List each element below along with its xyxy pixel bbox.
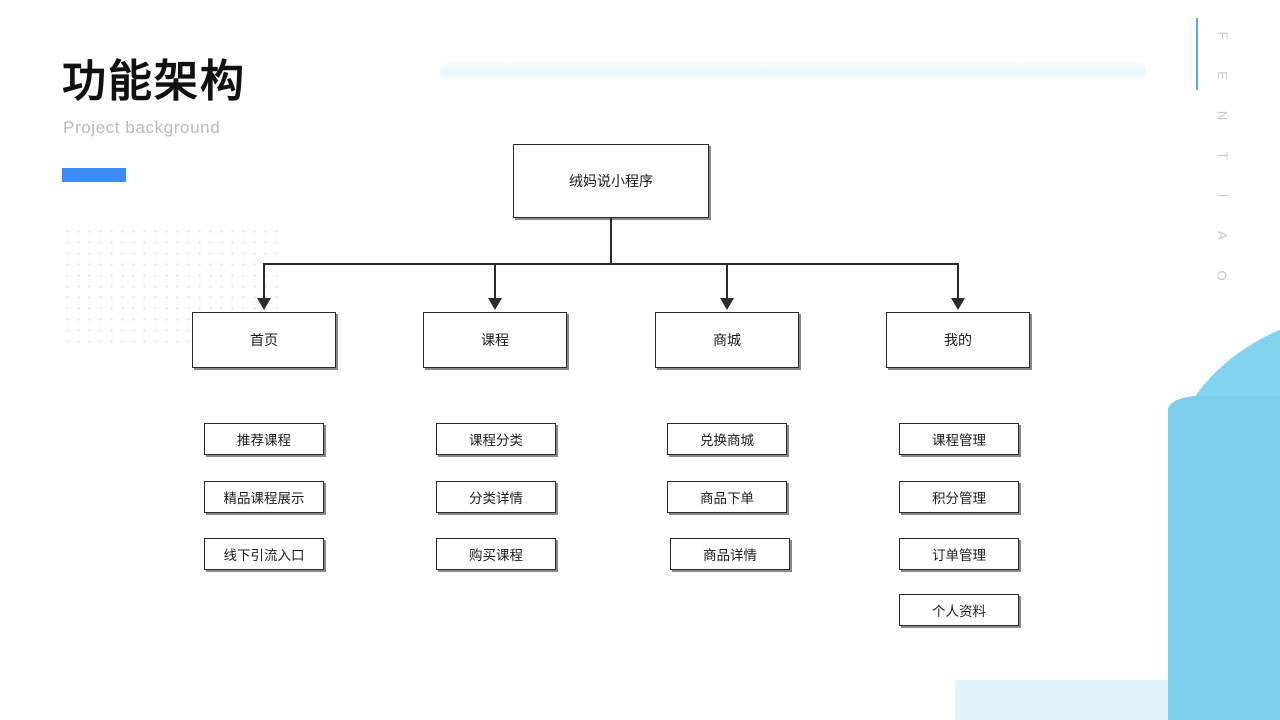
diagram-branch-node-mall[interactable]: 商城 bbox=[655, 312, 799, 368]
arrow-head-2 bbox=[488, 298, 502, 310]
connector-horizontal-bus bbox=[263, 263, 959, 265]
node-label: 个人资料 bbox=[932, 604, 986, 619]
node-label: 课程分类 bbox=[469, 433, 523, 448]
node-label: 首页 bbox=[250, 332, 278, 348]
node-label: 线下引流入口 bbox=[223, 548, 305, 563]
connector-drop-2 bbox=[494, 263, 496, 301]
node-label: 商品详情 bbox=[703, 548, 757, 563]
accent-bar bbox=[62, 168, 126, 182]
diagram-leaf-node[interactable]: 精品课程展示 bbox=[204, 481, 324, 513]
diagram-leaf-node[interactable]: 分类详情 bbox=[436, 481, 556, 513]
diagram-leaf-node[interactable]: 积分管理 bbox=[899, 481, 1019, 513]
diagram-branch-node-courses[interactable]: 课程 bbox=[423, 312, 567, 368]
page-subtitle: Project background bbox=[63, 118, 221, 137]
node-label: 绒妈说小程序 bbox=[569, 173, 653, 189]
diagram-leaf-node[interactable]: 订单管理 bbox=[899, 538, 1019, 570]
arrow-head-1 bbox=[257, 298, 271, 310]
pale-blue-rectangle-decoration bbox=[955, 680, 1168, 720]
node-label: 兑换商城 bbox=[700, 433, 754, 448]
diagram-root-node[interactable]: 绒妈说小程序 bbox=[513, 144, 709, 218]
connector-drop-4 bbox=[957, 263, 959, 301]
node-label: 课程 bbox=[481, 332, 509, 348]
connector-drop-1 bbox=[263, 263, 265, 301]
side-vertical-rule bbox=[1196, 18, 1198, 90]
node-label: 我的 bbox=[944, 332, 972, 348]
node-label: 分类详情 bbox=[469, 491, 523, 506]
node-label: 精品课程展示 bbox=[223, 491, 305, 506]
diagram-leaf-node[interactable]: 兑换商城 bbox=[667, 423, 787, 455]
node-label: 推荐课程 bbox=[237, 433, 291, 448]
diagram-leaf-node[interactable]: 个人资料 bbox=[899, 594, 1019, 626]
diagram-leaf-node[interactable]: 课程管理 bbox=[899, 423, 1019, 455]
arrow-head-4 bbox=[951, 298, 965, 310]
diagram-leaf-node[interactable]: 商品下单 bbox=[667, 481, 787, 513]
blue-shade-shape-decoration bbox=[1168, 396, 1280, 720]
node-label: 商品下单 bbox=[700, 491, 754, 506]
page-title: 功能架构 bbox=[62, 57, 246, 106]
node-label: 积分管理 bbox=[932, 491, 986, 506]
diagram-branch-node-mine[interactable]: 我的 bbox=[886, 312, 1030, 368]
arrow-head-3 bbox=[720, 298, 734, 310]
node-label: 订单管理 bbox=[932, 548, 986, 563]
connector-root-stem bbox=[610, 218, 612, 264]
node-label: 购买课程 bbox=[469, 548, 523, 563]
diagram-leaf-node[interactable]: 课程分类 bbox=[436, 423, 556, 455]
diagram-leaf-node[interactable]: 推荐课程 bbox=[204, 423, 324, 455]
node-label: 课程管理 bbox=[932, 433, 986, 448]
node-label: 商城 bbox=[713, 332, 741, 348]
diagram-branch-node-home[interactable]: 首页 bbox=[192, 312, 336, 368]
connector-drop-3 bbox=[726, 263, 728, 301]
diagram-leaf-node[interactable]: 线下引流入口 bbox=[204, 538, 324, 570]
diagram-leaf-node[interactable]: 商品详情 bbox=[670, 538, 790, 570]
diagram-leaf-node[interactable]: 购买课程 bbox=[436, 538, 556, 570]
